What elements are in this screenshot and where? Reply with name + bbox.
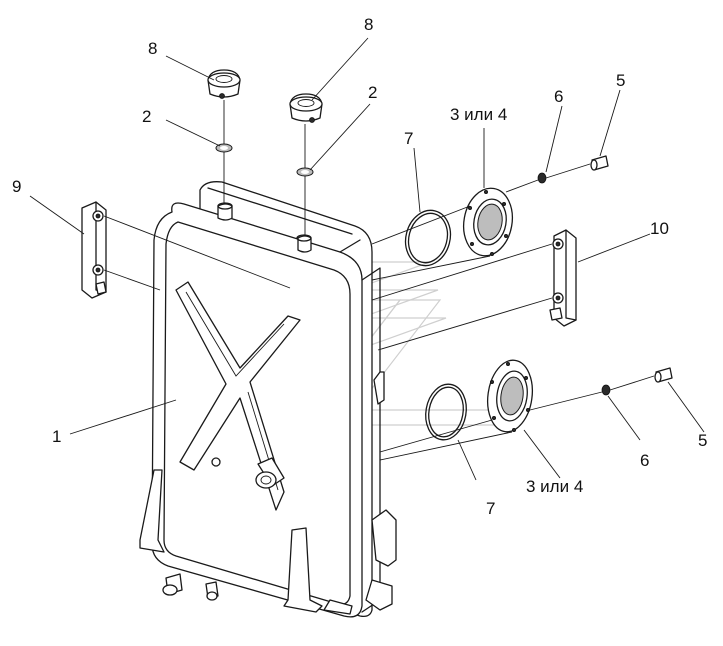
callout-8-right: 8: [364, 15, 373, 34]
o-ring-lower: [425, 383, 467, 441]
callout-3-or-4-upper: 3 или 4: [450, 105, 507, 124]
flange-upper: [462, 187, 514, 257]
leader-lines: [29, 37, 705, 481]
callout-2-left: 2: [142, 107, 151, 126]
o-ring-upper: [404, 209, 452, 267]
callout-labels: 8 8 2 2 9 1 7 7 3 или 4 3 или 4 6 6 5 5 …: [12, 15, 707, 518]
filler-cap-right: [289, 93, 323, 123]
callout-6-lower: 6: [640, 451, 649, 470]
filler-cap-left: [207, 69, 241, 99]
callout-3-or-4-lower: 3 или 4: [526, 477, 583, 496]
callout-5-upper: 5: [616, 71, 625, 90]
callout-7-upper: 7: [404, 129, 413, 148]
callout-10: 10: [650, 219, 669, 238]
bracket-left: [81, 201, 107, 299]
bolt-lower: [654, 367, 673, 383]
callout-1: 1: [52, 427, 61, 446]
flange-lower: [486, 359, 534, 433]
bolt-upper: [590, 155, 609, 171]
callout-7-lower: 7: [486, 499, 495, 518]
washer-lower: [601, 384, 611, 396]
callout-8-left: 8: [148, 39, 157, 58]
callout-5-lower: 5: [698, 431, 707, 450]
fuel-tank-body: [139, 181, 397, 618]
callout-9: 9: [12, 177, 21, 196]
callout-6-upper: 6: [554, 87, 563, 106]
bracket-right: [549, 229, 577, 327]
washer-upper: [537, 172, 547, 184]
callout-2-right: 2: [368, 83, 377, 102]
